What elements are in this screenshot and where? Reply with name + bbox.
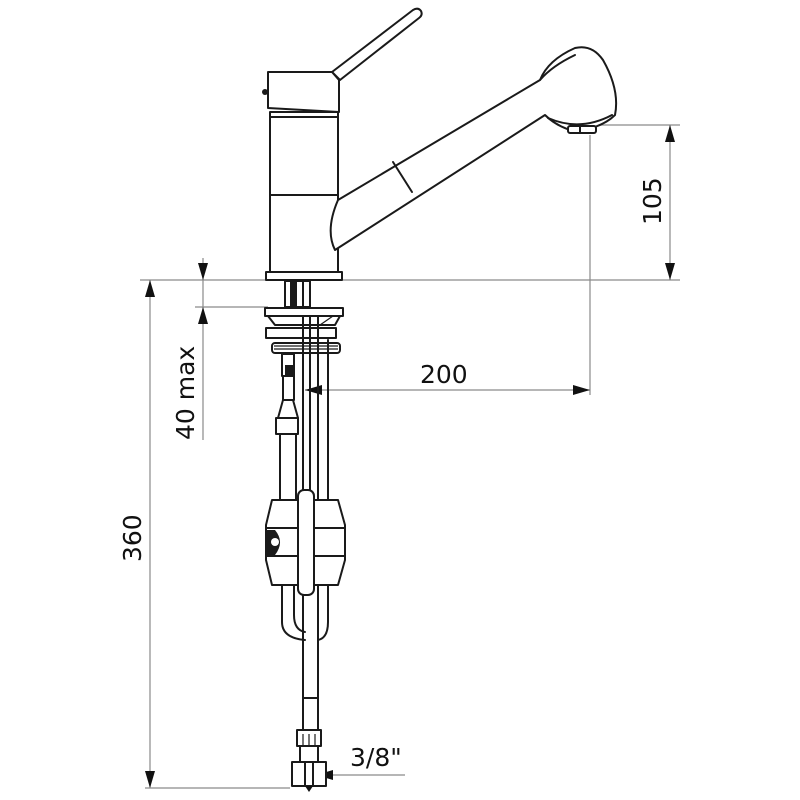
mixer-body (269, 111, 339, 273)
dimension-40max-label: 40 max (171, 345, 200, 440)
faucet-below-deck (264, 280, 346, 792)
faucet-above-deck (262, 7, 618, 281)
spray-outlet (567, 125, 597, 134)
lever-handle (331, 7, 423, 81)
dimension-3-8-label: 3/8" (350, 743, 402, 772)
dimension-lines (140, 124, 680, 789)
fixing-plate (264, 307, 344, 317)
pull-out-spout (329, 46, 618, 251)
handle-cap (267, 71, 340, 113)
dimension-105-label: 105 (638, 177, 667, 225)
fixing-nut (265, 327, 337, 339)
threaded-connector (291, 761, 327, 787)
base-flange (265, 271, 343, 281)
dimension-360-label: 360 (118, 514, 147, 562)
dimension-200-label: 200 (420, 360, 468, 389)
